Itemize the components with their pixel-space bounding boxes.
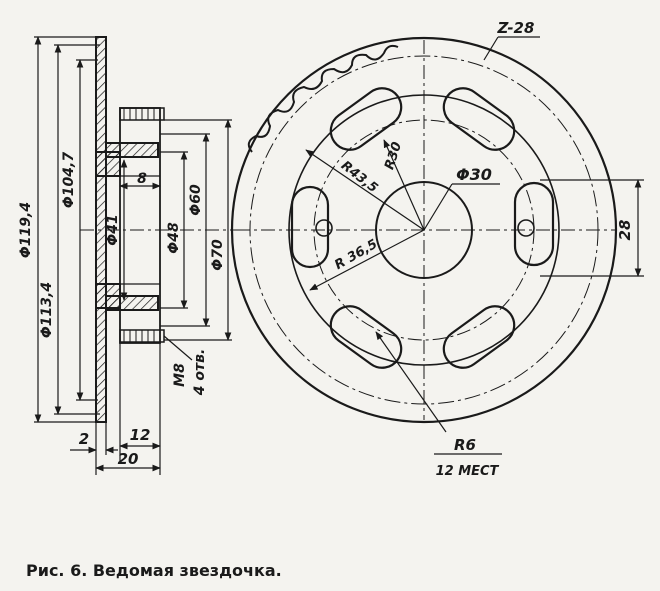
slot-top-left bbox=[329, 87, 403, 151]
section-view bbox=[80, 36, 240, 423]
slot-bottom-left bbox=[329, 305, 403, 369]
dim-d60: Φ60 bbox=[188, 184, 204, 216]
front-view bbox=[230, 36, 618, 424]
label-w28: 28 bbox=[616, 220, 634, 241]
dim-holes: 4 отв. bbox=[192, 349, 208, 397]
label-r43: R43,5 bbox=[338, 158, 380, 196]
dim-w2: 2 bbox=[79, 430, 89, 448]
label-places: 12 МЕСТ bbox=[436, 464, 500, 479]
slot-right bbox=[513, 181, 555, 267]
sprocket-teeth bbox=[247, 44, 399, 153]
sprocket-drawing: Φ119,4 Φ113,4 Φ104,7 Φ41 Φ48 Φ60 Φ70 М8 … bbox=[18, 19, 644, 479]
dim-d113: Φ113,4 bbox=[39, 282, 55, 338]
label-r36: R 36,5 bbox=[332, 237, 380, 273]
dim-d48: Φ48 bbox=[166, 222, 182, 254]
dim-d119: Φ119,4 bbox=[18, 202, 34, 258]
dim-d70: Φ70 bbox=[210, 239, 226, 271]
dim-d104: Φ104,7 bbox=[61, 152, 77, 208]
dim-w12: 12 bbox=[130, 426, 151, 444]
hub-flange-top bbox=[105, 142, 159, 158]
hub-flange-bottom bbox=[105, 295, 159, 311]
label-d30: Φ30 bbox=[456, 165, 492, 184]
label-teeth: Z-28 bbox=[497, 19, 535, 37]
label-r6: R6 bbox=[454, 436, 476, 454]
section-dimensions bbox=[34, 36, 232, 475]
dim-w20: 20 bbox=[118, 450, 139, 468]
slots bbox=[290, 87, 555, 369]
slot-left bbox=[290, 185, 330, 269]
dim-m8: М8 bbox=[172, 363, 188, 387]
slot-bottom-right bbox=[442, 305, 516, 369]
front-dimensions bbox=[305, 36, 644, 455]
section-dim-labels: Φ119,4 Φ113,4 Φ104,7 Φ41 Φ48 Φ60 Φ70 М8 … bbox=[18, 152, 226, 468]
slot-top-right bbox=[442, 87, 516, 151]
dim-w8: 8 bbox=[137, 171, 147, 187]
dim-d41: Φ41 bbox=[105, 214, 121, 245]
figure-caption: Рис. 6. Ведомая звездочка. bbox=[26, 561, 282, 580]
